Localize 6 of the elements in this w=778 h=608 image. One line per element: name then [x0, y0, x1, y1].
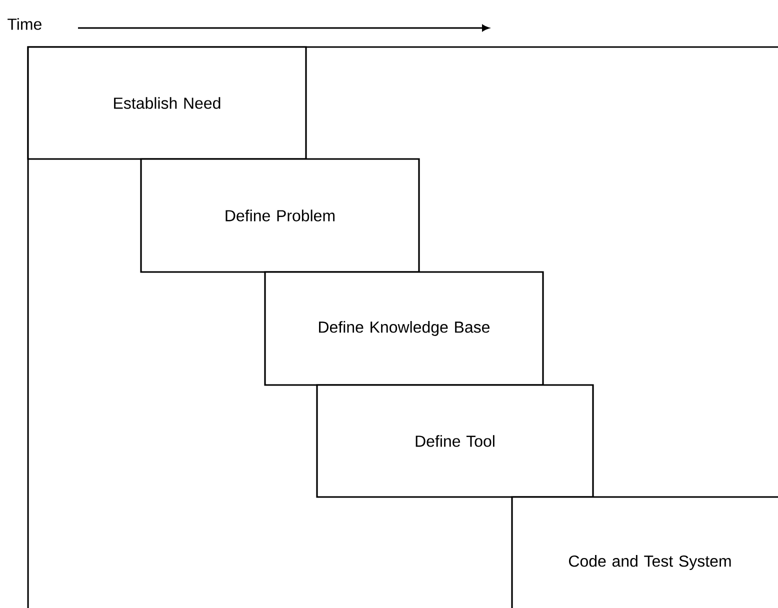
- step-box: Define Knowledge Base: [264, 271, 544, 386]
- step-box: Establish Need: [27, 46, 307, 160]
- step-box: Define Tool: [316, 384, 594, 498]
- step-box: Define Problem: [140, 158, 420, 273]
- axis-label: Time: [8, 18, 42, 30]
- step-box: Code and Test System: [511, 496, 778, 608]
